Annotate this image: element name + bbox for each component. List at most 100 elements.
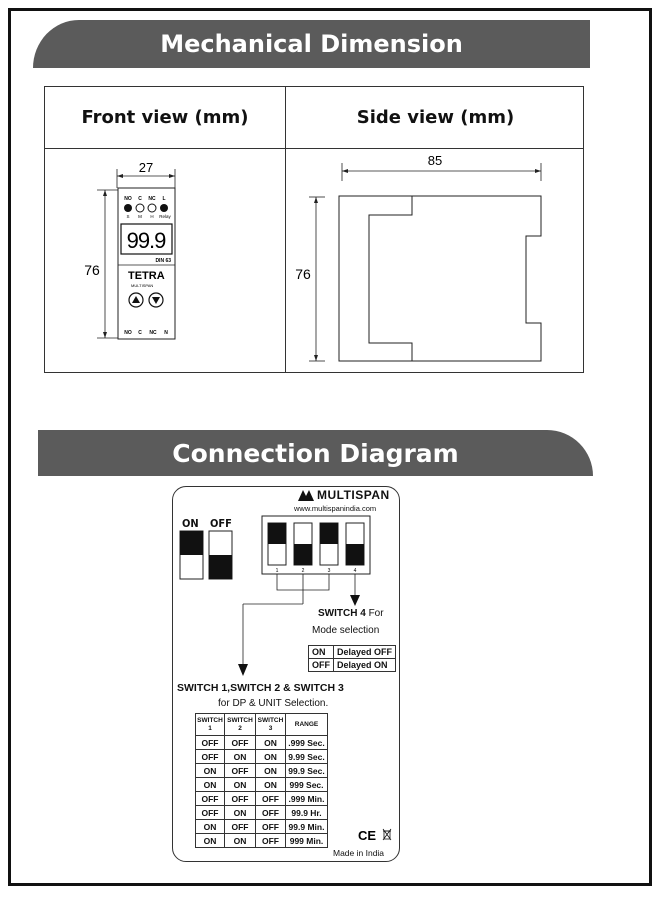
front-height-label: 76 — [84, 262, 100, 278]
side-width-label: 85 — [428, 153, 442, 168]
range-cell: 99.9 Hr. — [285, 805, 328, 820]
switch-state-cell: ON — [255, 749, 286, 764]
arrow-switch4 — [350, 595, 360, 606]
table-row: OFF Delayed ON — [308, 658, 397, 672]
mode-value: Delayed OFF — [332, 645, 397, 659]
dimension-table: Front view (mm) Side view (mm) — [44, 86, 584, 373]
legend-off-label: OFF — [210, 517, 232, 530]
bottom-terminal-label: NO — [124, 330, 132, 336]
switch-state-cell: ON — [255, 777, 286, 792]
range-cell: .999 Sec. — [285, 735, 328, 750]
side-view-header: Side view (mm) — [356, 107, 515, 128]
front-width-label: 27 — [139, 160, 153, 175]
switch-state-cell: OFF — [195, 791, 225, 806]
website-url: www.multispanindia.com — [294, 504, 377, 513]
switch-state-cell: OFF — [224, 763, 256, 778]
switch-state-cell: ON — [255, 763, 286, 778]
label-card — [172, 486, 400, 862]
mode-state: OFF — [308, 658, 334, 672]
switch-state-cell: OFF — [224, 791, 256, 806]
led-indicator — [147, 203, 157, 213]
bottom-terminal-label: C — [138, 330, 142, 336]
front-view-drawing: 27 76 NO C NC L S M H Relay 99.9 DIN 63 … — [84, 160, 176, 340]
range-header: SWITCH 2 — [224, 713, 256, 736]
multispan-logo: MULTISPAN — [298, 488, 390, 502]
switch-number: 3 — [328, 568, 331, 574]
range-cell: 9.99 Sec. — [285, 749, 328, 764]
top-terminal-label: NO — [124, 196, 132, 202]
led-label: S — [126, 214, 129, 219]
mode-value: Delayed ON — [332, 658, 397, 672]
switch-state-cell: OFF — [195, 805, 225, 820]
connection-diagram-banner: Connection Diagram — [38, 430, 593, 476]
range-cell: 99.9 Sec. — [285, 763, 328, 778]
range-cell: 999 Min. — [285, 833, 328, 848]
range-header: SWITCH 3 — [255, 713, 286, 736]
device-body — [117, 187, 176, 340]
switch-state-cell: OFF — [255, 805, 286, 820]
switch-state-cell: OFF — [255, 819, 286, 834]
switch123-title: SWITCH 1,SWITCH 2 & SWITCH 3 — [177, 682, 344, 694]
switch4-description: Mode selection — [312, 625, 380, 636]
bottom-terminal-label: N — [164, 330, 168, 336]
led-indicator — [135, 203, 145, 213]
switch-state-cell: ON — [224, 777, 256, 792]
front-view-header: Front view (mm) — [81, 107, 249, 128]
display-window — [120, 223, 173, 255]
side-profile-left — [338, 195, 413, 362]
led-indicator — [160, 204, 168, 212]
made-in-india: Made in India — [333, 848, 385, 858]
recycle-bin-icon — [382, 828, 392, 841]
page-frame — [8, 8, 652, 886]
table-row: ON Delayed OFF — [308, 645, 397, 659]
switch-state-cell: OFF — [255, 833, 286, 848]
switch-state-cell: ON — [255, 735, 286, 750]
side-height-label: 76 — [295, 266, 311, 282]
bottom-terminal-label: NC — [149, 330, 157, 336]
top-terminal-label: L — [162, 196, 165, 202]
switch-state-cell: ON — [195, 777, 225, 792]
switch-state-cell: ON — [195, 833, 225, 848]
led-label: Relay — [159, 214, 171, 219]
led-label: M — [138, 214, 142, 219]
switch-state-cell: ON — [224, 833, 256, 848]
switch-state-cell: OFF — [224, 819, 256, 834]
range-cell: 999 Sec. — [285, 777, 328, 792]
multispan-mark-icon — [298, 489, 314, 501]
display-value: 99.9 — [127, 228, 167, 253]
tetra-logo: TETRA — [128, 270, 165, 282]
switch-state-cell: OFF — [255, 791, 286, 806]
switch-number: 1 — [276, 568, 279, 574]
switch-state-cell: ON — [195, 819, 225, 834]
switch123-description: for DP & UNIT Selection. — [218, 698, 329, 709]
switch-state-cell: ON — [224, 805, 256, 820]
switch-state-cell: OFF — [195, 749, 225, 764]
range-cell: 99.9 Min. — [285, 819, 328, 834]
range-header: SWITCH 1 — [195, 713, 225, 736]
ce-mark: CE — [358, 828, 376, 843]
side-profile-right — [412, 195, 542, 362]
top-terminal-label: NC — [148, 196, 156, 202]
side-view-drawing: 85 76 — [295, 153, 542, 362]
connection-diagram-title: Connection Diagram — [172, 438, 459, 468]
top-terminal-label: C — [138, 196, 142, 202]
switch-state-cell: OFF — [224, 735, 256, 750]
mechanical-dimension-title: Mechanical Dimension — [160, 30, 463, 58]
arrow-switch123 — [238, 664, 248, 676]
led-label: H — [150, 214, 153, 219]
table-divider-vertical — [285, 87, 286, 372]
mode-table: ON Delayed OFF OFF Delayed ON — [308, 645, 397, 672]
range-header: RANGE — [285, 713, 328, 736]
switch-diagram: 1 2 3 4 CE — [179, 515, 392, 843]
legend-on-label: ON — [182, 517, 199, 530]
table-header-row: SWITCH 1 SWITCH 2 SWITCH 3 RANGE — [195, 713, 328, 736]
